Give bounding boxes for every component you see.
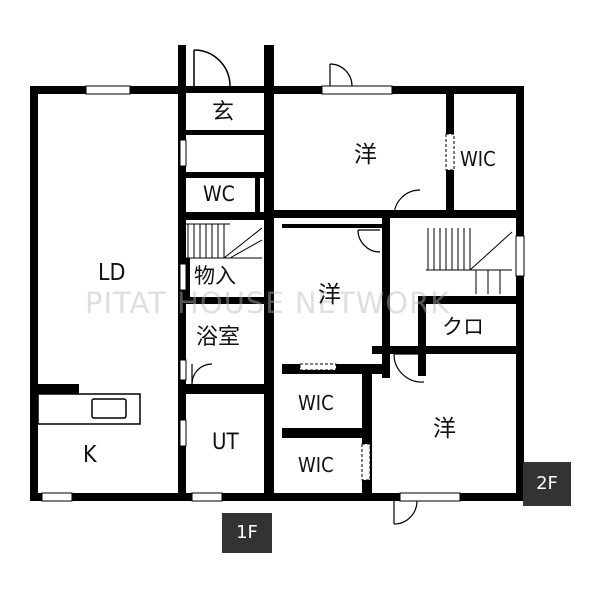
kitchen-counter — [37, 393, 141, 425]
first-floor-plan — [30, 45, 276, 501]
room-label-kitchen: K — [83, 442, 97, 468]
wall — [178, 130, 264, 135]
room-label-storage: 物入 — [194, 264, 236, 288]
wall — [282, 224, 386, 228]
counter — [37, 393, 141, 425]
wall — [30, 86, 38, 501]
room-label-western-bottom: 洋 — [433, 416, 456, 442]
wall — [255, 178, 260, 214]
stairs-second-floor — [426, 228, 513, 294]
sink — [91, 398, 127, 419]
room-label-entrance: 玄 — [212, 100, 235, 125]
window — [321, 85, 393, 95]
window — [515, 235, 525, 277]
wall — [274, 86, 524, 94]
room-label-wic-middle: WIC — [298, 391, 334, 415]
room-label-utility: UT — [212, 430, 239, 455]
room-label-bathroom: 浴室 — [196, 325, 241, 350]
stairs-first-floor — [186, 223, 263, 259]
wall — [382, 218, 390, 378]
wall — [274, 493, 524, 501]
room-label-western-top: 洋 — [354, 142, 377, 168]
room-label-closet: クロ — [442, 315, 484, 339]
wall — [178, 297, 264, 304]
floor-badge-2f: 2F — [523, 462, 571, 506]
wall — [282, 428, 370, 438]
wall — [372, 346, 516, 354]
room-label-wic-top: WIC — [460, 147, 496, 171]
windows-first-floor — [41, 85, 223, 502]
entrance-door — [193, 49, 231, 87]
doors-first-floor — [191, 363, 213, 385]
window — [85, 85, 131, 95]
room-label-wic-bottom: WIC — [298, 453, 334, 477]
window — [399, 492, 461, 502]
wall — [418, 296, 516, 304]
wall — [274, 210, 524, 218]
wall — [418, 296, 426, 376]
wall — [178, 86, 274, 93]
wall — [362, 364, 372, 501]
wall — [38, 384, 79, 394]
wall — [178, 212, 264, 220]
room-label-toilet: WC — [203, 182, 235, 206]
window — [191, 492, 223, 502]
watermark: PITAT HOUSE NETWORK — [85, 286, 451, 320]
room-label-western-middle: 洋 — [318, 282, 341, 308]
doors-second-floor — [329, 63, 425, 525]
room-label-ld: LD — [98, 260, 126, 286]
wall — [178, 172, 264, 178]
sliding-doors-first-floor — [179, 139, 187, 447]
wall — [264, 45, 274, 501]
wall — [516, 86, 524, 501]
windows-second-floor — [321, 85, 525, 502]
floor-badge-1f: 1F — [222, 513, 272, 553]
wall — [30, 493, 276, 501]
window — [41, 492, 73, 502]
wall — [178, 384, 264, 394]
sliding-doors-second-floor — [299, 133, 455, 481]
